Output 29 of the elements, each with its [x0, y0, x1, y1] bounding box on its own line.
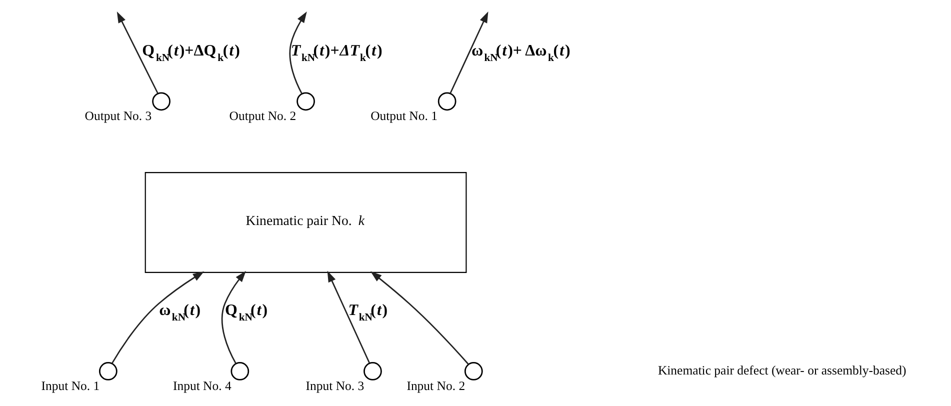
- edge-label: Q$_{kN}$(t)+ΔQ$_{k}$(t): [142, 42, 240, 64]
- edge-label: Q$_{kN}$(t): [225, 302, 268, 324]
- node-label: Output No. 1: [370, 109, 438, 124]
- edge-label: T$_{kN}$(t): [348, 302, 388, 324]
- node-label: Output No. 3: [84, 109, 152, 124]
- node-label: Input No. 4: [172, 378, 232, 393]
- edge-label: ω$_{kN}$(t): [159, 302, 201, 324]
- arrow: [450, 11, 488, 94]
- arrow: [289, 12, 307, 94]
- label: Kinematic pair defect (wear- or assembly-based): [658, 364, 906, 378]
- node-circle: [230, 362, 250, 380]
- edge-label: T$_{kN}$(t)+ΔT$_{k}$(t): [290, 42, 382, 64]
- node-label: Output No. 2: [229, 109, 296, 124]
- node-circle: [99, 362, 118, 380]
- arrow: [370, 271, 470, 365]
- arrow: [327, 270, 370, 364]
- node-circle: [296, 92, 315, 111]
- node-circle: [438, 92, 456, 111]
- node-label: Input No. 3: [306, 378, 364, 393]
- arrow: [221, 270, 246, 364]
- node-box: Kinematic pair No. k: [144, 172, 467, 273]
- node-circle: [152, 92, 170, 111]
- node-label: Input No. 2: [406, 378, 466, 393]
- arrow: [111, 271, 204, 364]
- edge-label: ω$_{kN}$(t)+ Δω$_{k}$(t): [472, 42, 570, 64]
- arrow: [116, 12, 158, 94]
- node-circle: [464, 362, 483, 380]
- node-circle: [364, 362, 382, 380]
- node-label: Input No. 1: [41, 378, 100, 393]
